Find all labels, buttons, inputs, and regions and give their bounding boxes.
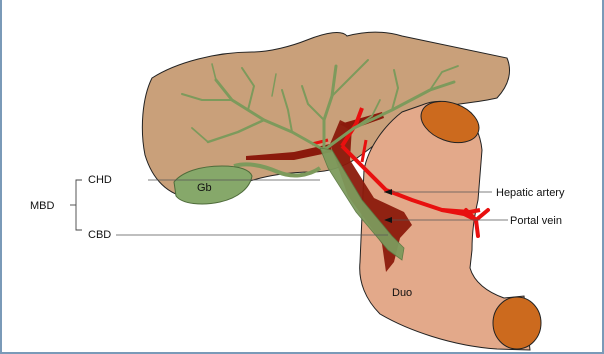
- duodenum-distal-end: [493, 297, 541, 349]
- portal-vein-label: Portal vein: [510, 215, 562, 227]
- chd-label: CHD: [88, 174, 112, 186]
- hepatic-artery-label: Hepatic artery: [496, 187, 565, 199]
- cbd-label: CBD: [88, 229, 111, 241]
- mbd-bracket: [70, 180, 82, 230]
- mbd-label: MBD: [30, 200, 55, 212]
- duodenum-label: Duo: [392, 287, 412, 299]
- gallbladder-label: Gb: [197, 182, 212, 194]
